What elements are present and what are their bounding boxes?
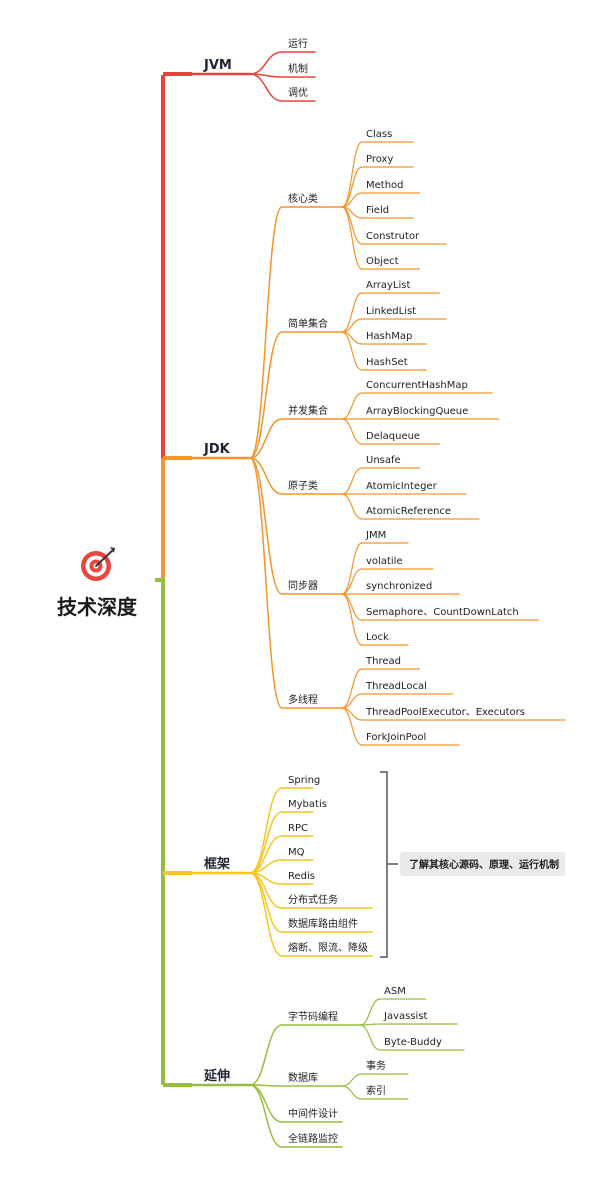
- jdk-1-subitem-0: ArrayList: [366, 280, 410, 291]
- extension-1-1-curve: [341, 1085, 363, 1100]
- jdk-5-subitem-1: ThreadLocal: [365, 681, 427, 692]
- jdk-0-subitem-5: Object: [366, 256, 399, 267]
- jdk-item-0: 核心类: [288, 192, 318, 205]
- jdk-1-subitem-1: LinkedList: [366, 306, 416, 317]
- jdk-node-4-curve: [249, 457, 283, 595]
- framework-node-6-curve: [249, 872, 283, 933]
- extension-item-2: 中间件设计: [288, 1107, 338, 1120]
- framework-bracket: [380, 771, 388, 958]
- target-icon: [81, 547, 115, 581]
- framework-node-1-curve: [249, 811, 283, 874]
- jdk-0-subitem-3: Field: [366, 205, 389, 216]
- extension-0-0-curve: [359, 998, 381, 1026]
- jdk-5-subitem-2: ThreadPoolExecutor、Executors: [365, 707, 525, 718]
- framework-item-3: MQ: [288, 847, 305, 858]
- jdk-node-2-curve: [249, 418, 283, 459]
- jdk-2-2-curve: [341, 418, 363, 445]
- jvm-label: JVM: [203, 58, 232, 73]
- framework-note: 了解其核心源码、原理、运行机制: [409, 858, 559, 871]
- jvm-item-2: 调优: [288, 86, 308, 99]
- jdk-4-subitem-2: synchronized: [366, 581, 432, 592]
- extension-node-0-curve: [249, 1024, 283, 1086]
- jdk-4-0-curve: [341, 542, 363, 595]
- framework-item-0: Spring: [288, 775, 320, 786]
- jdk-5-0-curve: [341, 668, 363, 709]
- jdk-3-subitem-0: Unsafe: [366, 455, 401, 466]
- framework-node-7-curve: [249, 872, 283, 957]
- extension-0-subitem-2: Byte-Buddy: [384, 1037, 442, 1048]
- framework-label: 框架: [204, 856, 230, 872]
- framework-item-2: RPC: [288, 823, 308, 834]
- extension-item-0: 字节码编程: [288, 1010, 338, 1023]
- jdk-item-4: 同步器: [288, 580, 318, 592]
- jdk-5-subitem-0: Thread: [365, 656, 401, 667]
- root-title: 技术深度: [57, 595, 138, 619]
- jdk-1-subitem-2: HashMap: [366, 331, 412, 342]
- jdk-5-3-curve: [341, 707, 363, 746]
- jdk-1-1-curve: [341, 318, 363, 333]
- framework-note-box: [400, 852, 565, 876]
- extension-0-subitem-0: ASM: [384, 986, 406, 997]
- extension-1-subitem-0: 事务: [366, 1059, 386, 1072]
- jdk-0-subitem-1: Proxy: [366, 154, 393, 165]
- jdk-1-subitem-3: HashSet: [366, 357, 408, 368]
- jdk-4-4-curve: [341, 593, 363, 646]
- jdk-0-2-curve: [341, 192, 363, 208]
- jdk-4-subitem-1: volatile: [366, 556, 403, 567]
- extension-1-0-curve: [341, 1073, 363, 1087]
- jdk-2-subitem-0: ConcurrentHashMap: [366, 380, 468, 391]
- jdk-2-0-curve: [341, 392, 363, 420]
- jvm-node-2-curve: [249, 73, 283, 102]
- extension-label: 延伸: [203, 1068, 230, 1084]
- jdk-4-subitem-4: Lock: [366, 632, 389, 643]
- framework-item-7: 熔断、限流、降级: [288, 941, 368, 954]
- jdk-4-3-curve: [341, 593, 363, 621]
- framework-item-6: 数据库路由组件: [288, 917, 358, 930]
- jvm-item-0: 运行: [288, 37, 308, 50]
- jdk-3-subitem-2: AtomicReference: [366, 506, 451, 517]
- jdk-5-subitem-3: ForkJoinPool: [366, 732, 426, 743]
- jdk-node-5-curve: [249, 457, 283, 709]
- jdk-node-3-curve: [249, 457, 283, 495]
- framework-item-4: Redis: [288, 871, 315, 882]
- jdk-node-1-curve: [249, 331, 283, 459]
- jdk-1-3-curve: [341, 331, 363, 371]
- jdk-3-subitem-1: AtomicInteger: [366, 481, 438, 492]
- jdk-4-subitem-0: JMM: [365, 530, 386, 541]
- jdk-1-0-curve: [341, 292, 363, 333]
- jdk-label: JDK: [203, 442, 231, 457]
- extension-node-3-curve: [249, 1084, 283, 1148]
- jdk-0-0-curve: [341, 141, 363, 208]
- jdk-2-subitem-1: ArrayBlockingQueue: [366, 406, 468, 417]
- jdk-5-1-curve: [341, 693, 363, 709]
- jvm-item-1: 机制: [288, 62, 308, 75]
- jdk-0-1-curve: [341, 166, 363, 208]
- jdk-item-3: 原子类: [288, 479, 318, 492]
- connector-lines: [155, 51, 566, 1148]
- jdk-0-5-curve: [341, 206, 363, 270]
- jdk-0-subitem-4: Construtor: [366, 231, 420, 242]
- root-node: 技术深度: [57, 547, 138, 619]
- extension-0-2-curve: [359, 1024, 381, 1051]
- extension-1-subitem-1: 索引: [366, 1084, 386, 1097]
- jdk-0-subitem-0: Class: [366, 129, 392, 140]
- extension-item-3: 全链路监控: [288, 1132, 338, 1145]
- framework-item-5: 分布式任务: [288, 893, 338, 906]
- jdk-item-2: 并发集合: [288, 404, 328, 417]
- jdk-3-0-curve: [341, 467, 363, 495]
- jdk-2-subitem-2: Delaqueue: [366, 431, 420, 442]
- jvm-node-0-curve: [249, 51, 283, 75]
- jdk-node-0-curve: [249, 206, 283, 459]
- jdk-4-1-curve: [341, 568, 363, 595]
- jdk-0-subitem-2: Method: [366, 180, 404, 191]
- jdk-item-5: 多线程: [288, 693, 318, 706]
- jdk-4-subitem-3: Semaphore、CountDownLatch: [366, 607, 519, 618]
- jdk-item-1: 简单集合: [288, 317, 328, 330]
- extension-item-1: 数据库: [288, 1071, 318, 1084]
- jdk-3-2-curve: [341, 493, 363, 520]
- extension-0-subitem-1: Javassist: [383, 1011, 428, 1022]
- framework-item-1: Mybatis: [288, 799, 327, 810]
